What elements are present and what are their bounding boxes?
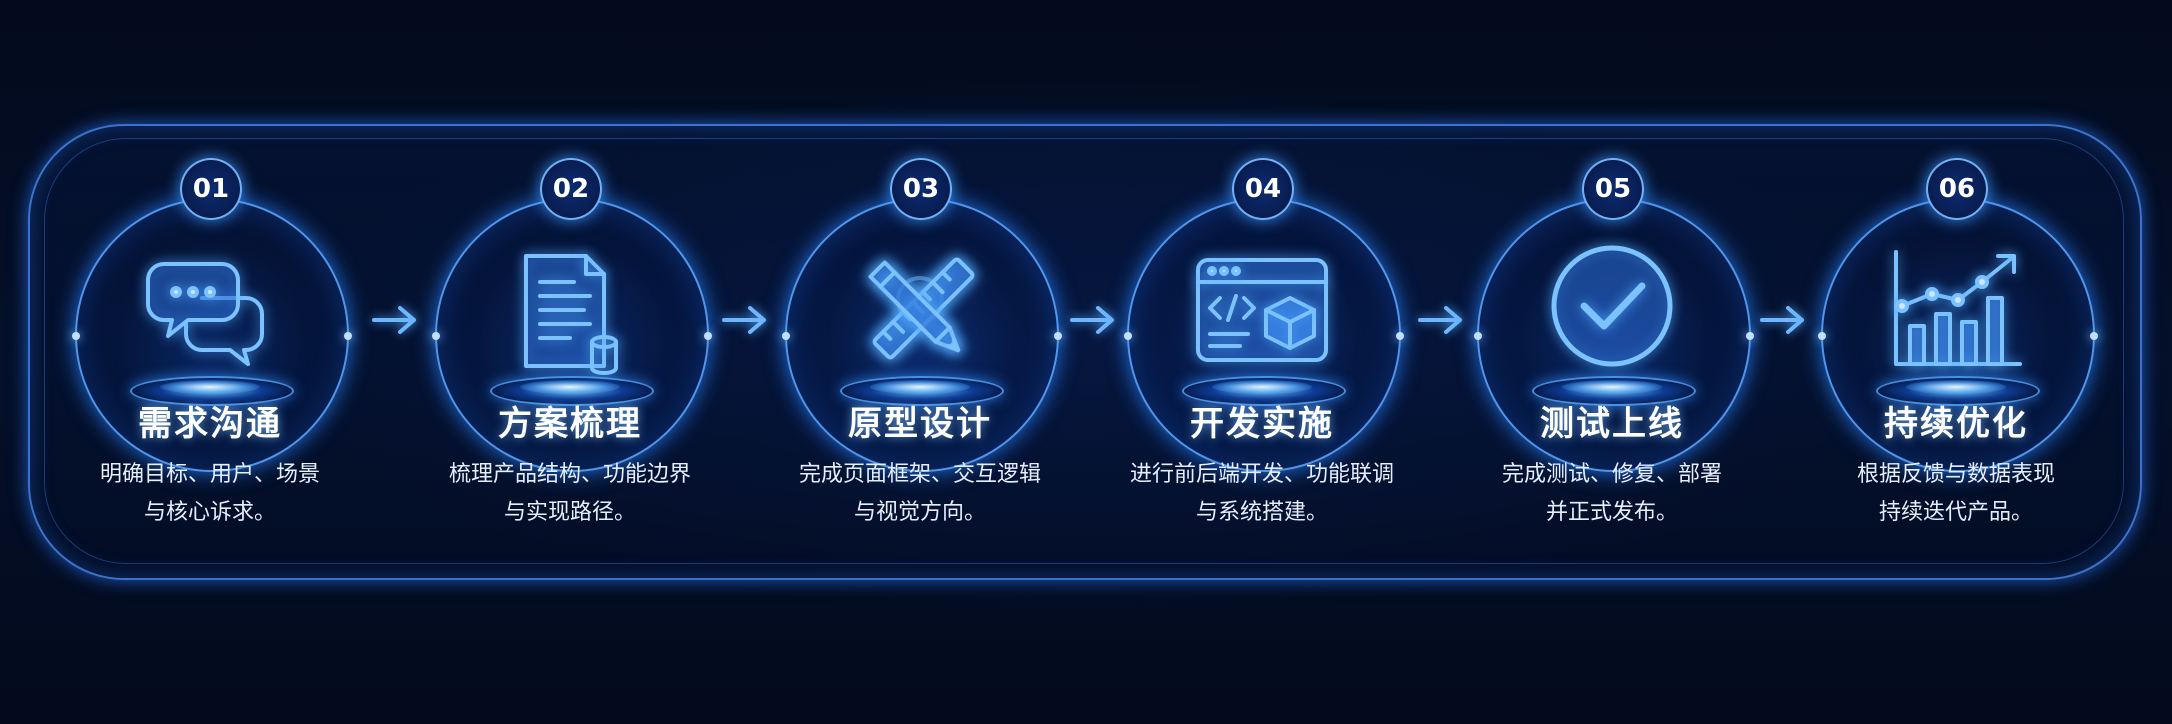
step-title: 需求沟通 — [138, 404, 282, 444]
step-4: 04 开发实施 进行前后端开发、功能联调 与系统搭建。 — [1092, 150, 1432, 550]
step-number: 03 — [890, 158, 952, 220]
step-title: 方案梳理 — [498, 404, 642, 444]
desc-line-2: 并正式发布。 — [1545, 500, 1678, 525]
desc-line-2: 与系统搭建。 — [1195, 500, 1328, 525]
check-circle-icon — [1542, 242, 1682, 382]
step-ring — [782, 198, 1062, 472]
desc-line-2: 持续迭代产品。 — [1878, 500, 2033, 525]
glow-pedestal — [490, 350, 654, 406]
step-ring — [72, 198, 352, 472]
step-description: 完成页面框架、交互逻辑 与视觉方向。 — [750, 456, 1090, 532]
glow-pedestal — [1876, 350, 2040, 406]
pencil-ruler-icon — [850, 242, 990, 382]
step-number: 04 — [1232, 158, 1294, 220]
step-1: 01 需求沟通 明确目标、用户、场景 与核心诉求。 — [40, 150, 380, 550]
step-number: 06 — [1926, 158, 1988, 220]
arrow-right-icon — [370, 303, 420, 337]
step-description: 进行前后端开发、功能联调 与系统搭建。 — [1092, 456, 1432, 532]
desc-line-1: 根据反馈与数据表现 — [1856, 462, 2055, 487]
step-title: 测试上线 — [1540, 404, 1684, 444]
growth-chart-icon — [1886, 242, 2026, 382]
document-icon — [500, 242, 640, 382]
desc-line-1: 完成页面框架、交互逻辑 — [798, 462, 1041, 487]
arrow-right-icon — [1416, 303, 1466, 337]
step-title: 持续优化 — [1884, 404, 2028, 444]
outer-frame — [28, 124, 2142, 580]
step-title: 开发实施 — [1190, 404, 1334, 444]
step-2: 02 方案梳理 梳理产品结构、功能边界 与实现路径。 — [400, 150, 740, 550]
step-description: 明确目标、用户、场景 与核心诉求。 — [40, 456, 380, 532]
step-5: 05 测试上线 完成测试、修复、部署 并正式发布。 — [1442, 150, 1782, 550]
step-title: 原型设计 — [848, 404, 992, 444]
step-6: 06 持续优化 根据反馈与数据表现 持续迭代产品。 — [1786, 150, 2126, 550]
step-number: 01 — [180, 158, 242, 220]
step-description: 根据反馈与数据表现 持续迭代产品。 — [1786, 456, 2126, 532]
glow-pedestal — [840, 350, 1004, 406]
step-number: 02 — [540, 158, 602, 220]
step-number: 05 — [1582, 158, 1644, 220]
step-3: 03 原型设计 完成页面框架、交互逻辑 与视觉方向。 — [750, 150, 1090, 550]
desc-line-1: 梳理产品结构、功能边界 — [448, 462, 691, 487]
step-description: 完成测试、修复、部署 并正式发布。 — [1442, 456, 1782, 532]
desc-line-1: 完成测试、修复、部署 — [1501, 462, 1722, 487]
desc-line-2: 与视觉方向。 — [853, 500, 986, 525]
code-window-icon — [1192, 242, 1332, 382]
step-description: 梳理产品结构、功能边界 与实现路径。 — [400, 456, 740, 532]
desc-line-1: 明确目标、用户、场景 — [99, 462, 320, 487]
glow-pedestal — [130, 350, 294, 406]
chat-bubbles-icon — [140, 242, 280, 382]
step-ring — [1818, 198, 2098, 472]
arrow-right-icon — [1758, 303, 1808, 337]
desc-line-2: 与核心诉求。 — [143, 500, 276, 525]
inner-frame — [44, 138, 2124, 564]
desc-line-1: 进行前后端开发、功能联调 — [1129, 462, 1394, 487]
arrow-right-icon — [720, 303, 770, 337]
step-ring — [1474, 198, 1754, 472]
arrow-right-icon — [1068, 303, 1118, 337]
glow-pedestal — [1182, 350, 1346, 406]
desc-line-2: 与实现路径。 — [503, 500, 636, 525]
glow-pedestal — [1532, 350, 1696, 406]
